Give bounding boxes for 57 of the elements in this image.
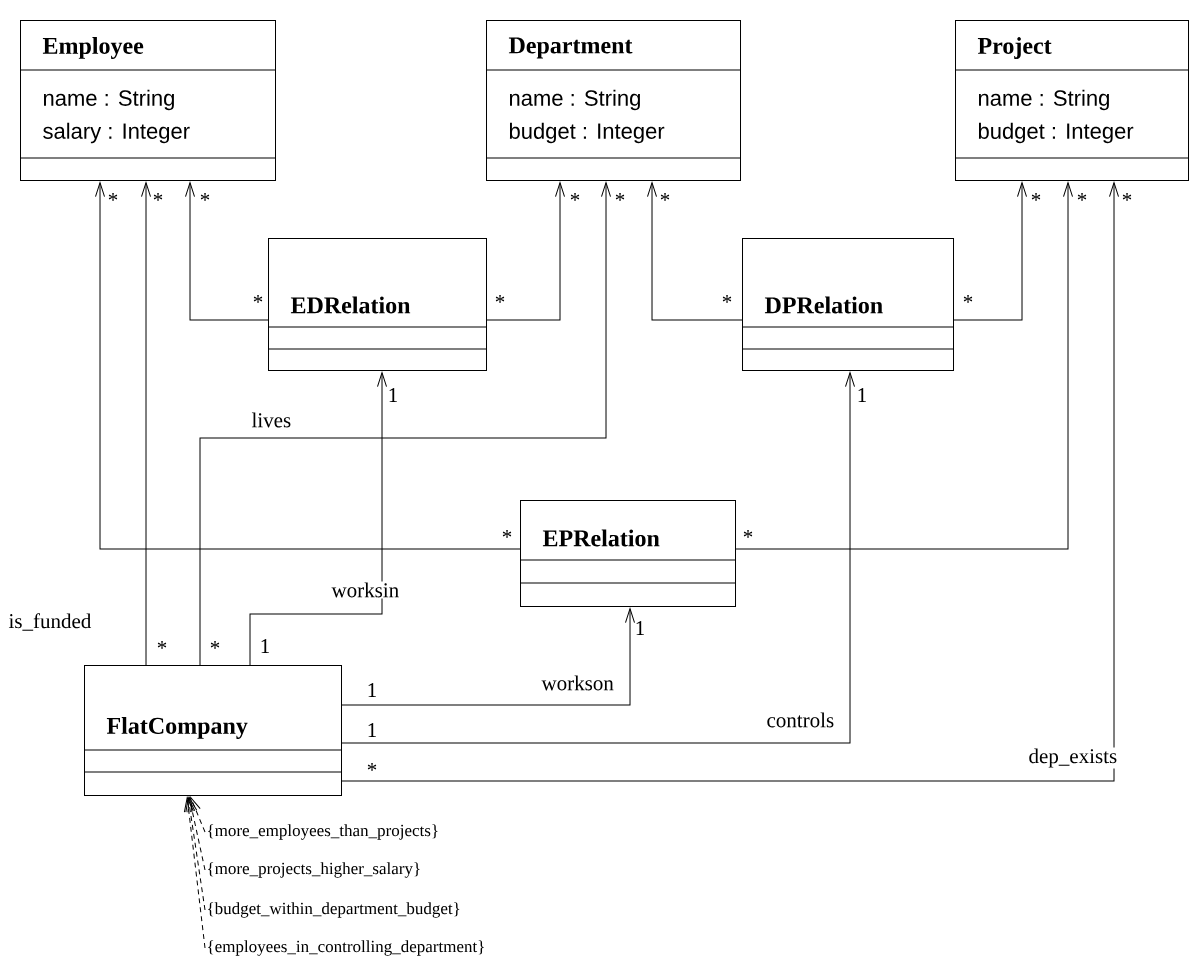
association-arrow: [199, 182, 611, 666]
multiplicity: *: [722, 295, 732, 303]
association-arrow: [185, 182, 269, 321]
multiplicity: *: [660, 193, 670, 201]
dependency-arrow: [190, 797, 206, 833]
multiplicity: *: [615, 193, 625, 201]
association-arrow: [486, 182, 565, 321]
edge-label: is_funded: [7, 612, 93, 632]
dependency-arrow: [183, 797, 206, 949]
multiplicity: 1: [389, 388, 397, 402]
dependency-arrow: [187, 797, 206, 871]
class-box: Department name : String budget : Integer: [485, 20, 741, 181]
multiplicity: *: [1031, 193, 1041, 201]
class-box: Employee name : String salary : Integer: [19, 20, 276, 181]
association-arrow: [647, 182, 743, 321]
multiplicity: *: [502, 530, 512, 538]
class-box: EDRelation: [267, 238, 487, 371]
multiplicity: *: [153, 193, 163, 201]
multiplicity: 1: [368, 683, 376, 697]
class-box: EPRelation: [519, 500, 736, 607]
multiplicity: *: [963, 295, 973, 303]
multiplicity: 1: [858, 388, 866, 402]
edge-label: controls: [765, 711, 836, 729]
association-arrow: [141, 182, 151, 666]
multiplicity: 1: [261, 639, 269, 653]
class-box: DPRelation: [741, 238, 954, 371]
multiplicity: *: [210, 641, 220, 649]
multiplicity: *: [253, 295, 263, 303]
multiplicity: 1: [368, 723, 376, 737]
multiplicity: *: [1122, 193, 1132, 201]
association-arrow: [953, 182, 1027, 321]
multiplicity: *: [495, 295, 505, 303]
edge-label: workson: [540, 674, 615, 692]
multiplicity: 1: [636, 621, 644, 635]
edge-label: lives: [250, 411, 293, 429]
edge-label: worksin: [330, 581, 401, 599]
association-arrow: [341, 608, 635, 706]
constraint-text: {more_employees_than_projects}: [208, 824, 438, 840]
multiplicity: *: [200, 193, 210, 201]
constraint-text: {employees_in_controlling_department}: [208, 940, 484, 956]
class-box: Project name : String budget : Integer: [954, 20, 1189, 181]
multiplicity: *: [1077, 193, 1087, 201]
association-arrow: [341, 372, 855, 744]
association-arrow: [735, 182, 1073, 550]
constraint-text: {budget_within_department_budget}: [208, 902, 460, 918]
multiplicity: *: [570, 193, 580, 201]
multiplicity: *: [367, 763, 377, 771]
association-arrow: [249, 372, 387, 666]
association-arrow: [95, 182, 521, 550]
dependency-arrow: [185, 797, 206, 911]
class-box: FlatCompany: [83, 665, 342, 796]
multiplicity: *: [743, 530, 753, 538]
multiplicity: *: [108, 193, 118, 201]
edge-label: dep_exists: [1027, 747, 1119, 769]
constraint-text: {more_projects_higher_salary}: [208, 862, 420, 878]
association-arrow: [341, 182, 1119, 782]
multiplicity: *: [157, 641, 167, 649]
